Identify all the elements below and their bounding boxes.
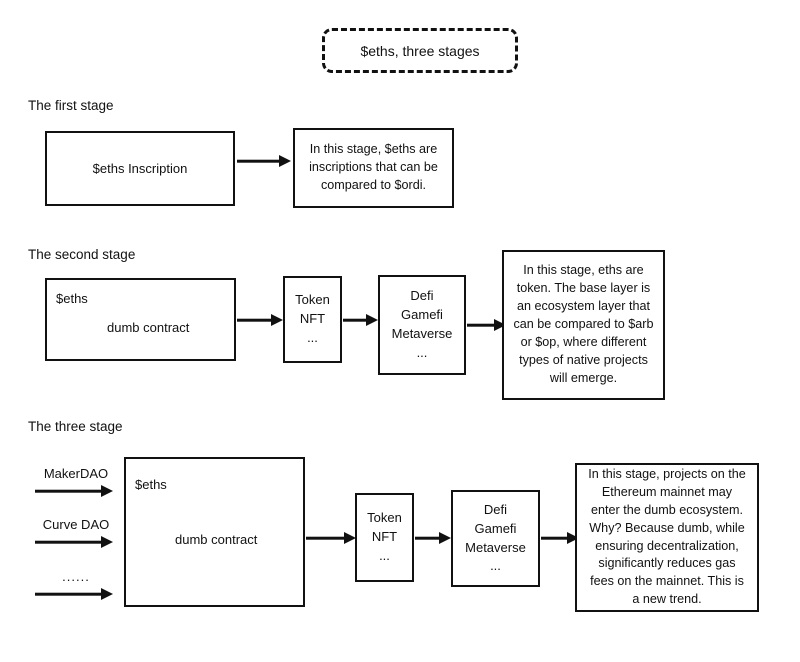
stage-1-main-text: $eths Inscription	[92, 160, 188, 176]
stage-1-note-node: In this stage, $eths are inscriptions th…	[293, 128, 454, 208]
stage-2-base-title: $eths	[56, 291, 88, 306]
diagram-title-box: $eths, three stages	[322, 28, 518, 73]
stage-3-input-label-more: ......	[62, 569, 90, 584]
stage-3-token-line-3: ...	[379, 547, 390, 563]
stage-3-defi-line-4: ...	[490, 558, 501, 574]
stage-3-note-node: In this stage, projects on the Ethereum …	[575, 463, 759, 612]
stage-3-arrow-1	[306, 531, 359, 545]
stage-2-token-line-3: ...	[307, 329, 318, 345]
stage-3-input-arrow-makerdao: MakerDAO	[35, 466, 117, 498]
diagram-title-text: $eths, three stages	[360, 42, 480, 59]
stage-2-defi-node: Defi Gamefi Metaverse ...	[378, 275, 466, 375]
stage-1-main-node: $eths Inscription	[45, 131, 235, 206]
stage-3-defi-node: Defi Gamefi Metaverse ...	[451, 490, 540, 587]
stage-3-defi-line-1: Defi	[483, 501, 508, 517]
stage-2-note-node: In this stage, eths are token. The base …	[502, 250, 665, 400]
stage-3-token-line-1: Token	[367, 510, 402, 526]
stage-3-input-arrow-more: ......	[35, 569, 117, 601]
stage-3-input-label-curvedao: Curve DAO	[42, 517, 110, 532]
stage-3-arrow-2	[415, 531, 455, 545]
stage-3-input-label-makerdao: MakerDAO	[43, 466, 109, 481]
stage-2-arrow-2	[343, 313, 383, 327]
stage-2-defi-line-2: Gamefi	[401, 307, 443, 323]
stage-3-input-arrow-curvedao: Curve DAO	[35, 517, 117, 549]
stage-2-label: The second stage	[28, 247, 136, 262]
stage-3-base-title: $eths	[135, 477, 167, 492]
stage-2-note-text: In this stage, eths are token. The base …	[513, 263, 654, 385]
stage-2-defi-line-3: Metaverse	[391, 326, 453, 341]
stage-3-token-line-2: NFT	[371, 529, 398, 545]
stage-2-defi-line-1: Defi	[410, 288, 434, 304]
stage-3-base-node: $eths dumb contract	[124, 457, 305, 607]
stage-3-defi-line-2: Gamefi	[474, 520, 517, 536]
stage-3-token-node: Token NFT ...	[355, 493, 414, 582]
stage-3-note-text: In this stage, projects on the Ethereum …	[588, 467, 746, 607]
stage-1-arrow-1	[237, 154, 291, 168]
stage-2-base-body: dumb contract	[107, 320, 190, 335]
stage-1-note-text: In this stage, $eths are inscriptions th…	[309, 142, 438, 192]
stage-2-defi-line-4: ...	[416, 344, 428, 360]
stage-2-base-node: $eths dumb contract	[45, 278, 236, 361]
stage-2-token-line-1: Token	[295, 292, 330, 308]
stage-2-token-line-2: NFT	[299, 311, 326, 327]
stage-1-label: The first stage	[28, 98, 114, 113]
stage-2-arrow-1	[237, 313, 287, 327]
stage-3-defi-line-3: Metaverse	[465, 539, 526, 555]
stage-2-token-node: Token NFT ...	[283, 276, 342, 363]
stage-3-base-body: dumb contract	[175, 532, 258, 547]
stage-3-label: The three stage	[28, 419, 123, 434]
